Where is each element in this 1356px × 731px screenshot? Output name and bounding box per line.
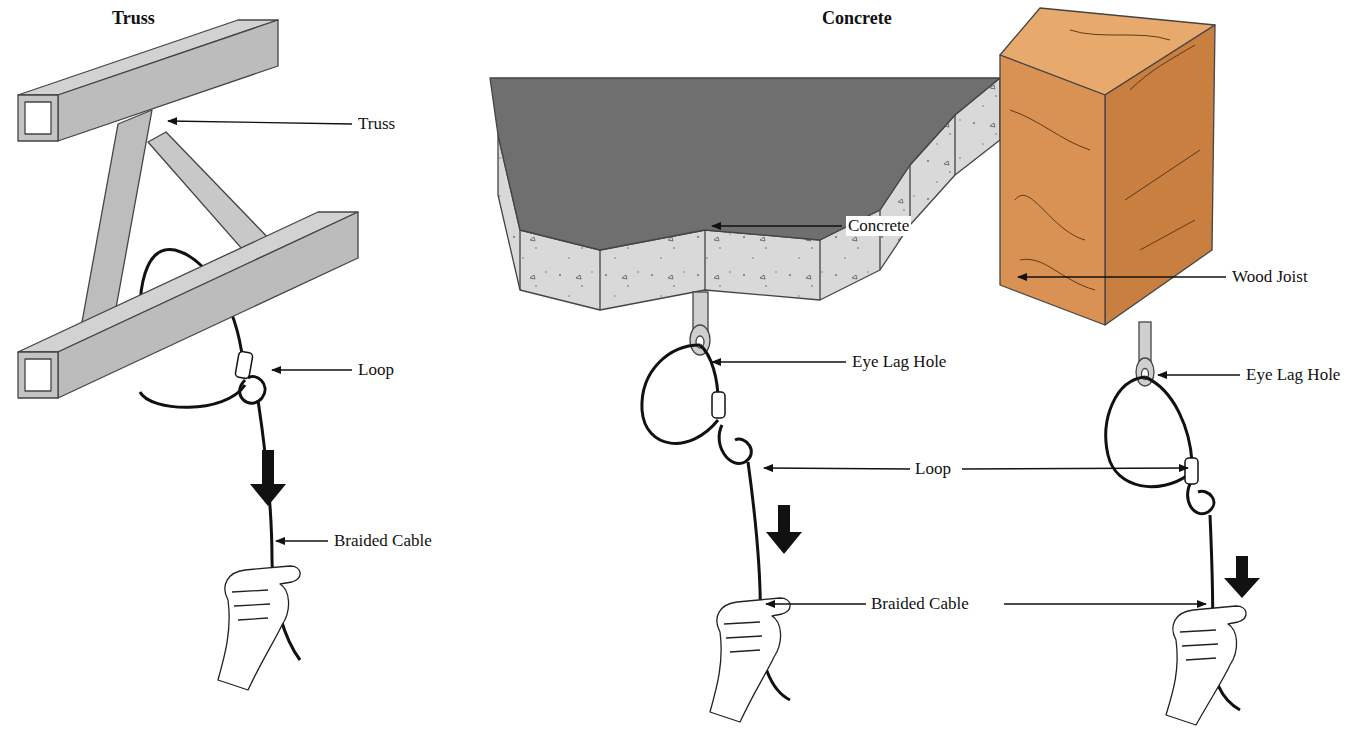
section-heading: Truss — [110, 8, 157, 28]
section-heading: Concrete — [820, 8, 894, 28]
pull-arrow — [766, 505, 802, 554]
part-label: Loop — [356, 360, 396, 380]
part-label: Braided Cable — [332, 531, 434, 551]
hand — [218, 566, 1246, 725]
part-label: Loop — [913, 459, 953, 479]
eye-lag — [1136, 322, 1154, 386]
part-label: Eye Lag Hole — [850, 352, 948, 372]
concrete-slab — [490, 78, 1000, 310]
part-label: Eye Lag Hole — [1244, 365, 1342, 385]
part-label: Truss — [356, 114, 397, 134]
part-label: Braided Cable — [869, 594, 971, 614]
leader-lines — [168, 121, 1240, 604]
pull-arrow — [250, 450, 286, 506]
truss — [18, 20, 358, 398]
pull-arrow — [1224, 556, 1260, 598]
part-label: Wood Joist — [1230, 267, 1310, 287]
part-label: Concrete — [846, 216, 911, 236]
